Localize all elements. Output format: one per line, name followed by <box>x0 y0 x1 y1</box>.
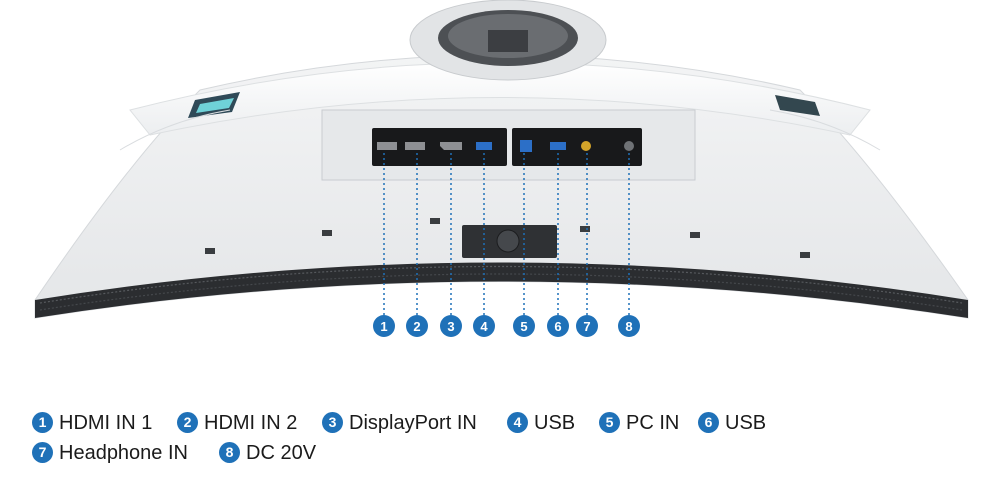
hdmi-1-port <box>377 142 397 150</box>
pc-in-port <box>520 140 532 152</box>
port-bay <box>321 109 696 181</box>
callout-marker-4: 4 <box>473 315 495 337</box>
legend-number: 4 <box>507 412 528 433</box>
stand-mount <box>409 0 607 81</box>
usb-port-1 <box>476 142 492 150</box>
legend-label: USB <box>725 412 767 434</box>
callout-marker-1: 1 <box>373 315 395 337</box>
legend-number: 1 <box>32 412 53 433</box>
hdmi-2-port <box>405 142 425 150</box>
callout-marker-3-number: 3 <box>447 319 454 334</box>
legend-number: 2 <box>177 412 198 433</box>
legend-number: 8 <box>219 442 240 463</box>
monitor-body <box>34 54 969 319</box>
displayport-port <box>440 142 462 150</box>
control-joystick <box>462 225 557 258</box>
callout-marker-5: 5 <box>513 315 535 337</box>
callout-marker-3: 3 <box>440 315 462 337</box>
legend-label: HDMI IN 1 <box>59 412 153 434</box>
callout-marker-2: 2 <box>406 315 428 337</box>
callout-marker-6: 6 <box>547 315 569 337</box>
legend-label: DC 20V <box>246 442 317 464</box>
legend-label: USB <box>534 412 576 434</box>
legend-label: DisplayPort IN <box>349 412 477 434</box>
headphone-jack <box>581 141 591 151</box>
callout-marker-1-number: 1 <box>380 319 387 334</box>
legend-label: Headphone IN <box>59 442 188 464</box>
dc-power-jack <box>624 141 634 151</box>
legend-number: 7 <box>32 442 53 463</box>
callout-marker-5-number: 5 <box>520 319 527 334</box>
callout-marker-4-number: 4 <box>480 319 488 334</box>
usb-port-2 <box>550 142 566 150</box>
legend-label: PC IN <box>626 412 680 434</box>
port-legend: 1 HDMI IN 1 2 HDMI IN 2 3 DisplayPort IN… <box>32 410 972 470</box>
callout-marker-8-number: 8 <box>625 319 632 334</box>
callout-marker-6-number: 6 <box>554 319 561 334</box>
legend-label: HDMI IN 2 <box>204 412 298 434</box>
callout-marker-2-number: 2 <box>413 319 420 334</box>
leader-lines <box>383 153 630 315</box>
legend-number: 6 <box>698 412 719 433</box>
legend-number: 3 <box>322 412 343 433</box>
callout-markers: 1 2 3 4 5 6 7 8 <box>373 315 640 337</box>
legend-number: 5 <box>599 412 620 433</box>
callout-marker-7-number: 7 <box>583 319 590 334</box>
callout-marker-8: 8 <box>618 315 640 337</box>
callout-marker-7: 7 <box>576 315 598 337</box>
